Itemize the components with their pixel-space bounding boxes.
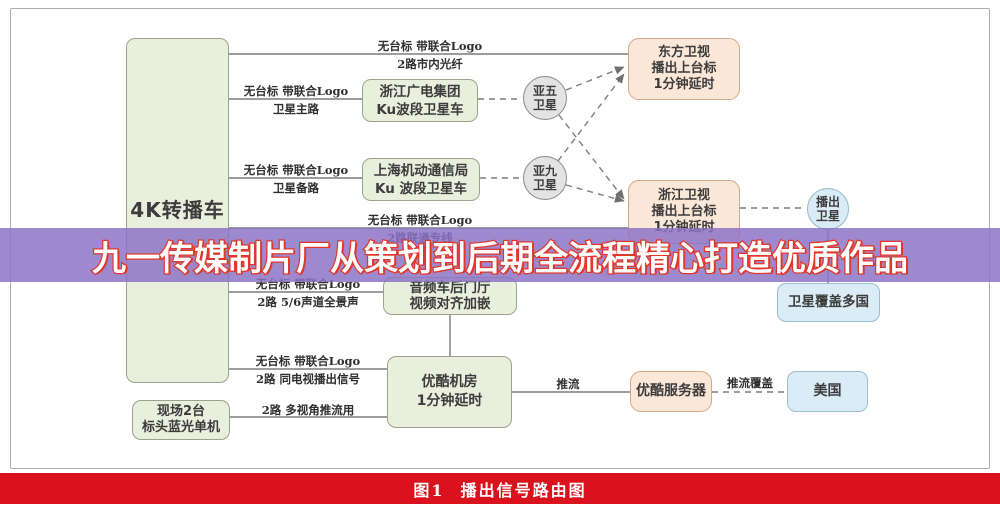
edge-label-push: 推流 [556, 377, 580, 391]
node-audio-van: 音频车后门厅 视频对齐加嵌 [383, 277, 517, 315]
node-youku-server: 优酷服务器 [630, 371, 712, 412]
edge-label-city-fiber: 无台标 带联合Logo 2路市内光纤 [377, 39, 483, 71]
node-4k-van: 4K转播车 [126, 38, 229, 383]
node-broadcast-satellite: 播出 卫星 [807, 188, 849, 230]
figure-number: 图1 [413, 480, 445, 500]
node-youku-machine-room: 优酷机房 1分钟延时 [387, 356, 512, 428]
edge-label-atmos: 无台标 带联合Logo 2路 5/6声道全景声 [255, 277, 361, 309]
edge-label-push-coverage: 推流覆盖 [727, 376, 773, 390]
edge-label-multiview: 2路 多视角推流用 [261, 403, 355, 417]
figure-caption: 播出信号路由图 [460, 480, 587, 500]
node-dongfang-tv: 东方卫视 播出上台标 1分钟延时 [628, 38, 740, 100]
figure-caption-bar: 图1 播出信号路由图 [0, 473, 1000, 504]
node-asiasat9-satellite: 亚九 卫星 [523, 156, 567, 200]
node-usa: 美国 [787, 371, 868, 412]
edge-label-tv-signal: 无台标 带联合Logo 2路 同电视播出信号 [255, 354, 361, 386]
watermark-headline: 九一传媒制片厂从策划到后期全流程精心打造优质作品 [91, 237, 910, 280]
node-onsite-blu-ray-cams: 现场2台 标头蓝光单机 [132, 400, 230, 440]
edge-label-sat-main: 无台标 带联合Logo 卫星主路 [243, 84, 349, 116]
edge-label-sat-backup: 无台标 带联合Logo 卫星备路 [243, 163, 349, 195]
node-satellite-coverage: 卫星覆盖多国 [777, 283, 880, 322]
node-zhejiang-broadcast-group: 浙江广电集团 Ku波段卫星车 [362, 79, 478, 122]
watermark-band: 九一传媒制片厂从策划到后期全流程精心打造优质作品 [0, 228, 1000, 282]
node-shanghai-mobile-comm: 上海机动通信局 Ku 波段卫星车 [362, 158, 480, 201]
node-asiasat5-satellite: 亚五 卫星 [523, 76, 567, 120]
